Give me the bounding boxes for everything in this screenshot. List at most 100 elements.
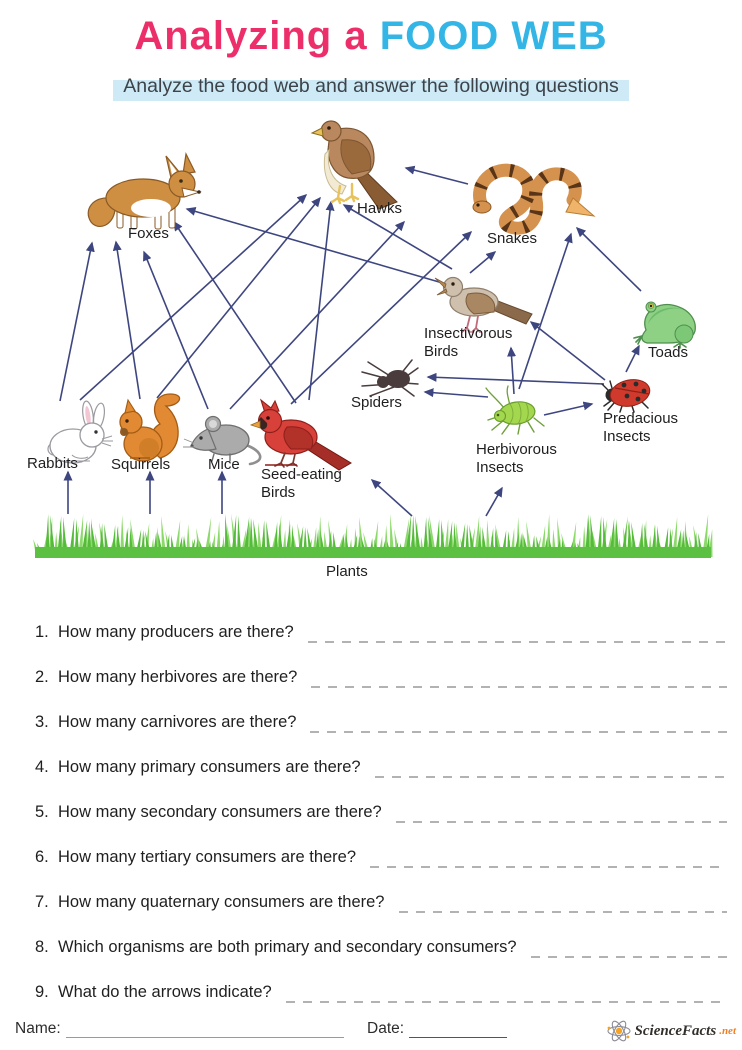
question-text: How many secondary consumers are there? [58,803,382,821]
question-number: 6. [35,848,49,866]
label-insectivorous-birds-line2: Birds [424,343,458,360]
question-text: How many carnivores are there? [58,713,297,731]
answer-blank-7[interactable] [398,910,727,913]
food-chain-arrow [143,250,209,410]
answer-blank-1[interactable] [307,640,727,643]
question-number: 8. [35,938,49,956]
answer-blank-6[interactable] [370,865,727,868]
question-row-1: 1. How many producers are there? [35,610,727,655]
food-chain-arrow [404,165,469,185]
food-chain-arrow [485,486,503,517]
questions-list: 1. How many producers are there? 2. How … [35,610,727,1015]
question-row-5: 5. How many secondary consumers are ther… [35,790,727,835]
food-chain-arrow [543,401,594,416]
label-seed-eating-birds-line1: Seed-eating [261,466,342,483]
brand-suffix: .net [719,1025,736,1037]
food-chain-arrow [290,230,473,405]
question-text: How many producers are there? [58,623,294,641]
food-chain-arrow [625,344,640,373]
food-chain-arrow [308,200,335,401]
food-chain-arrow [185,207,447,285]
answer-blank-3[interactable] [310,730,727,733]
spider-illustration [361,359,419,397]
question-text: How many tertiary consumers are there? [58,848,357,866]
food-chain-arrow [59,241,95,402]
question-number: 5. [35,803,49,821]
answer-blank-5[interactable] [395,820,727,823]
question-number: 3. [35,713,49,731]
answer-blank-2[interactable] [311,685,727,688]
question-number: 2. [35,668,49,686]
plants-grass [33,514,713,558]
subtitle-wrap: Analyze the food web and answer the foll… [0,74,742,101]
rabbit-illustration [47,400,113,464]
ladybug-illustration [601,379,651,413]
question-row-4: 4. How many primary consumers are there? [35,745,727,790]
fox-illustration [87,152,202,230]
food-chain-arrow [575,226,642,292]
food-chain-arrow [79,193,308,401]
question-row-3: 3. How many carnivores are there? [35,700,727,745]
toad-illustration [633,301,696,349]
question-text: How many herbivores are there? [58,668,298,686]
page-title: Analyzing a FOOD WEB [0,14,742,58]
food-web-arrows [59,165,642,517]
question-number: 7. [35,893,49,911]
food-chain-arrow [529,321,606,381]
label-seed-eating-birds-line2: Birds [261,484,295,501]
food-chain-arrow [426,372,605,385]
question-text: Which organisms are both primary and sec… [58,938,517,956]
food-chain-arrow [423,388,489,398]
label-spiders: Spiders [351,394,402,411]
footer: Name: Date: ScienceFacts.net [0,1018,742,1044]
food-chain-arrow [507,346,517,395]
name-label: Name: [15,1020,61,1037]
question-number: 1. [35,623,49,641]
question-text: How many quaternary consumers are there? [58,893,385,911]
subtitle: Analyze the food web and answer the foll… [113,74,629,101]
question-row-7: 7. How many quaternary consumers are the… [35,880,727,925]
question-number: 9. [35,983,49,1001]
label-hawks: Hawks [357,200,402,217]
label-mice: Mice [208,456,240,473]
food-chain-arrow [518,232,573,390]
food-web-diagram: Foxes Hawks Snakes Insectivorous Birds T… [27,120,713,580]
answer-blank-4[interactable] [374,775,727,778]
label-plants: Plants [326,563,368,580]
title-part-1: Analyzing a [134,14,380,58]
date-blank[interactable] [409,1037,507,1038]
label-snakes: Snakes [487,230,537,247]
question-row-8: 8. Which organisms are both primary and … [35,925,727,970]
question-number: 4. [35,758,49,776]
atom-icon [606,1020,631,1042]
question-row-6: 6. How many tertiary consumers are there… [35,835,727,880]
snake-illustration [472,163,596,235]
label-herbivorous-insects-line1: Herbivorous [476,441,557,458]
date-label: Date: [367,1020,405,1037]
label-rabbits: Rabbits [27,455,78,472]
question-text: What do the arrows indicate? [58,983,272,1001]
answer-blank-9[interactable] [285,1000,727,1003]
food-chain-arrow [229,220,406,410]
question-row-9: 9. What do the arrows indicate? [35,970,727,1015]
label-herbivorous-insects-line2: Insects [476,459,524,476]
food-chain-arrow [342,204,453,270]
food-chain-arrow [112,240,141,400]
food-chain-arrow [370,478,413,517]
answer-blank-8[interactable] [530,955,727,958]
brand-logo: ScienceFacts.net [606,1018,736,1044]
mouse-illustration [183,415,262,466]
question-row-2: 2. How many herbivores are there? [35,655,727,700]
hawk-illustration [310,120,398,210]
label-foxes: Foxes [128,225,169,242]
label-squirrels: Squirrels [111,456,170,473]
squirrel-illustration [119,393,181,462]
herbivorous-insect-illustration [485,385,545,435]
food-chain-arrow [469,251,497,274]
label-insectivorous-birds-line1: Insectivorous [424,325,512,342]
insectivorous-bird-illustration [434,276,533,333]
question-text: How many primary consumers are there? [58,758,361,776]
name-blank[interactable] [66,1037,344,1038]
food-chain-arrow [156,196,321,399]
